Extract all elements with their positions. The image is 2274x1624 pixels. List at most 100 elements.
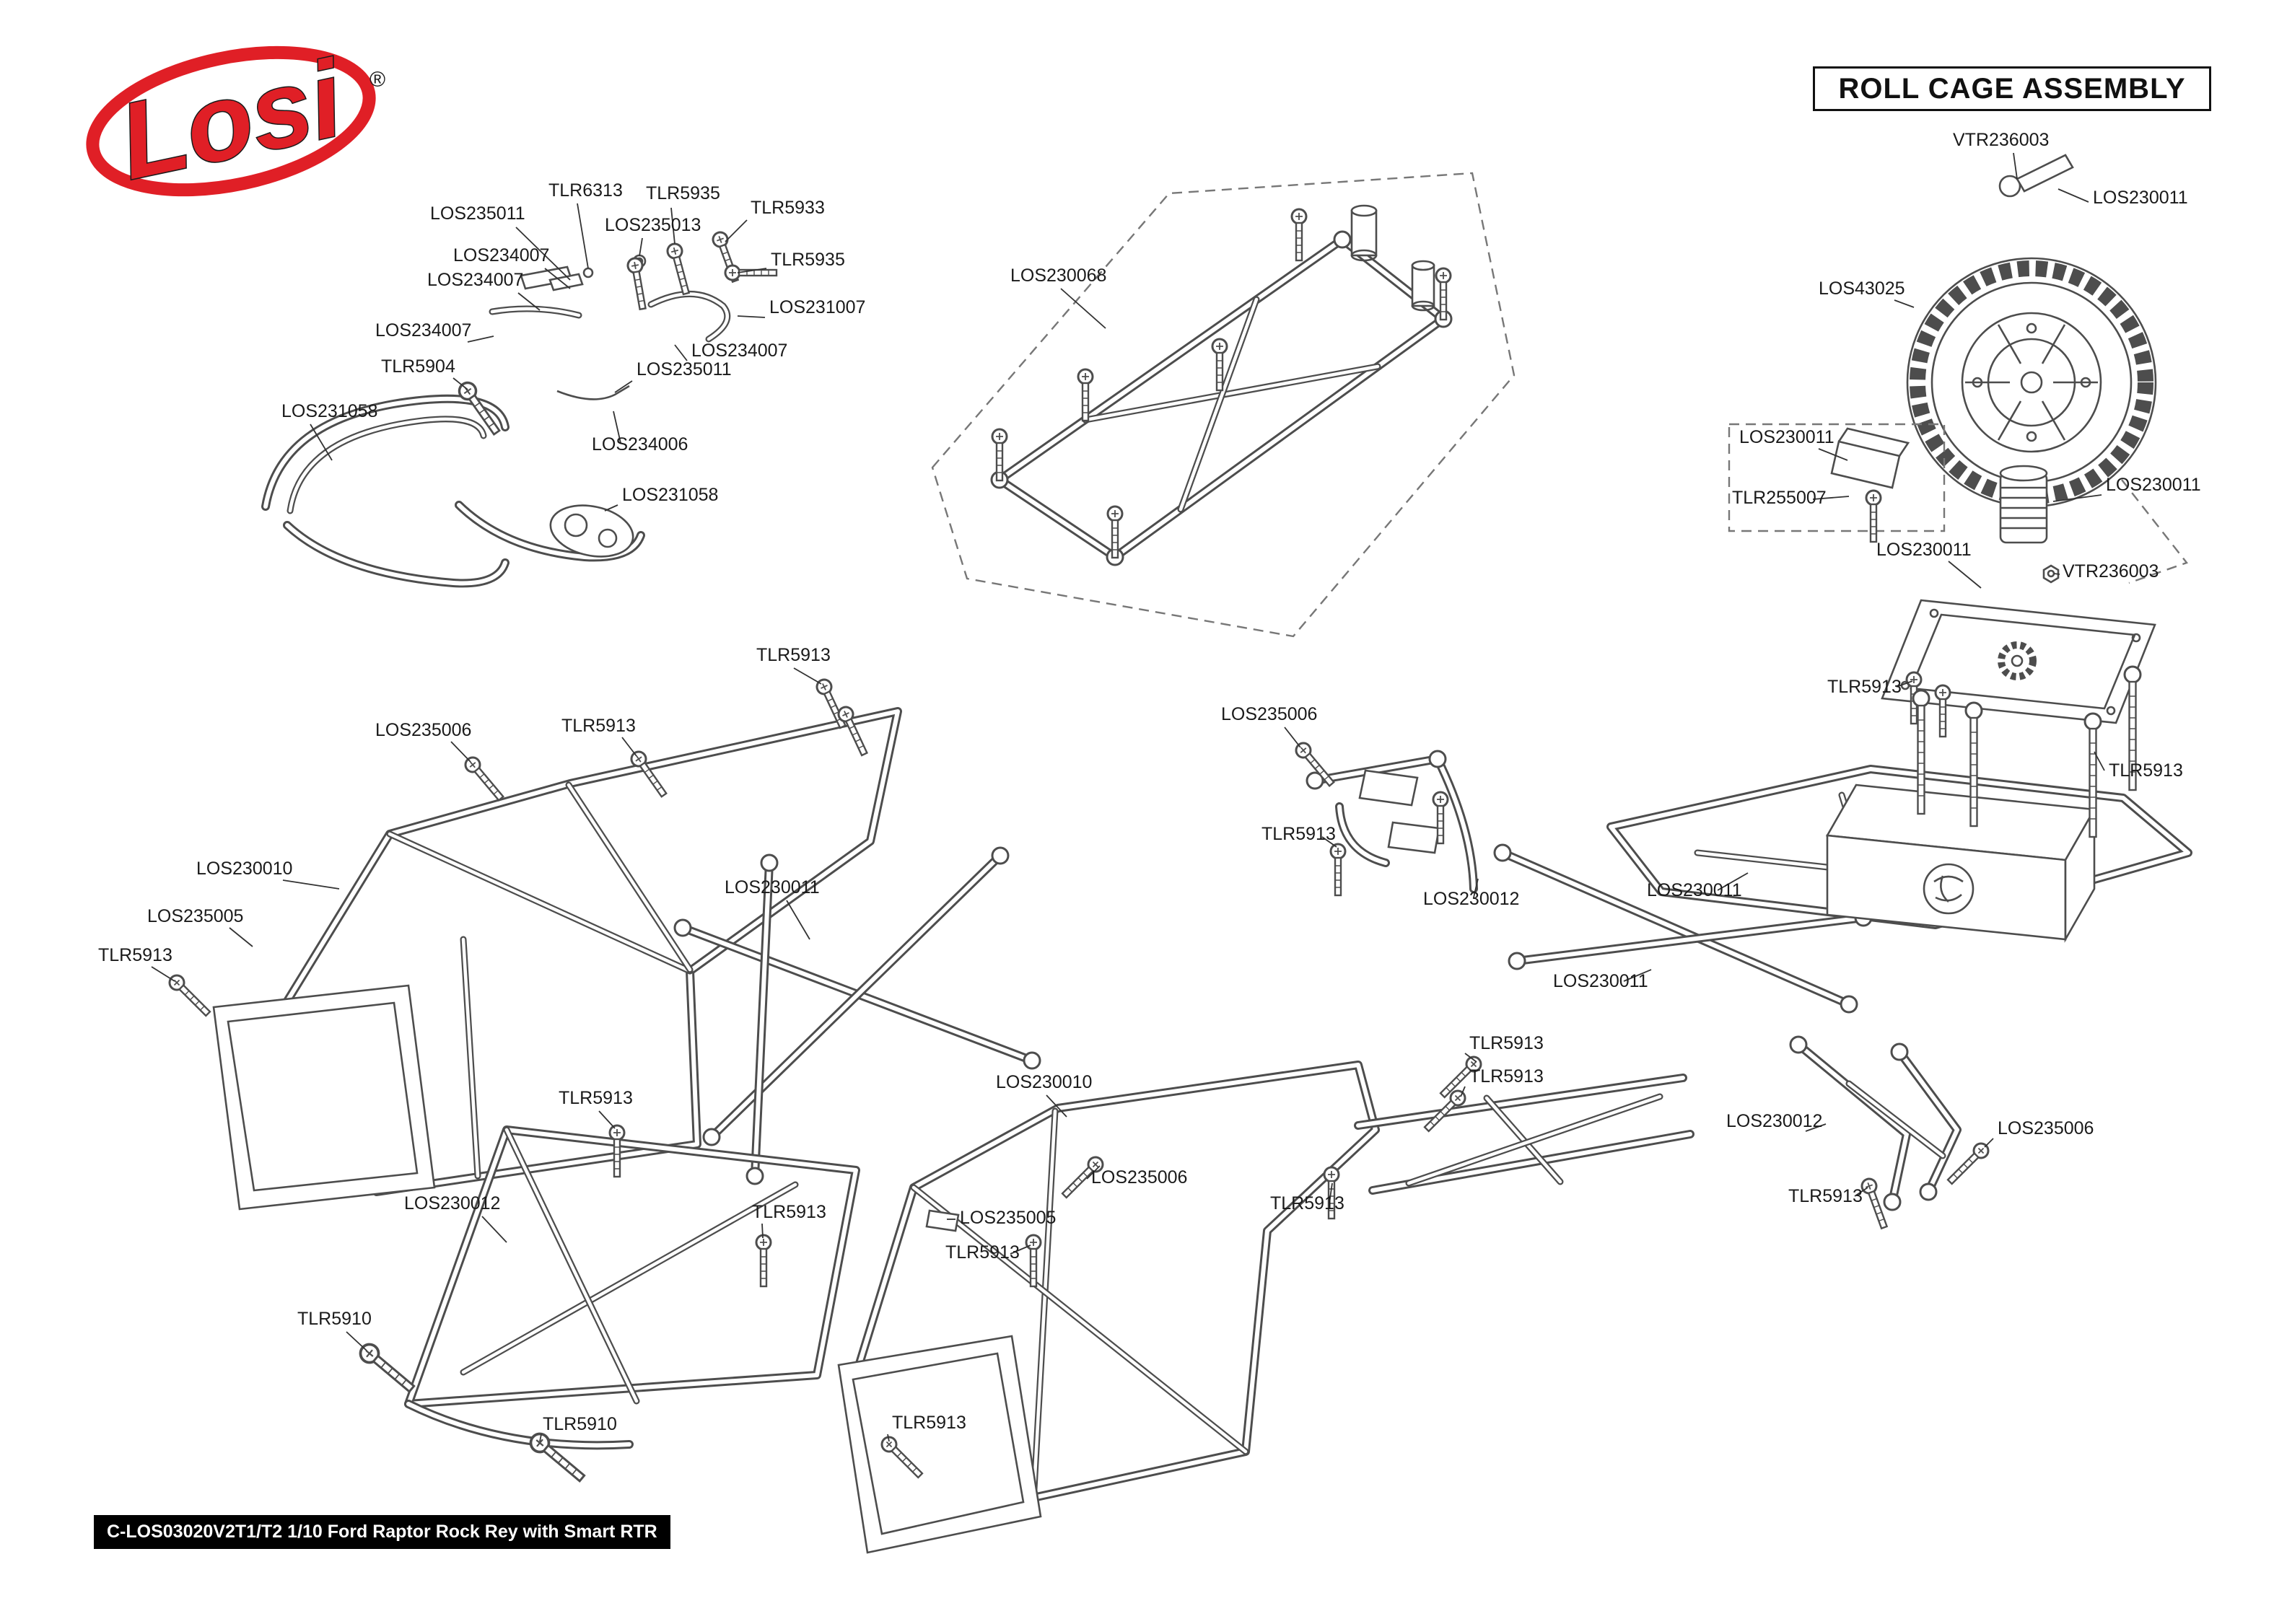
part-label: LOS230068 xyxy=(1010,265,1106,286)
part-label: TLR5904 xyxy=(381,356,455,377)
leader-line xyxy=(2052,494,2102,502)
logo-wordmark: Losi xyxy=(109,37,354,202)
bracket-plate xyxy=(1358,769,1419,807)
part-label: VTR236003 xyxy=(1953,130,2049,150)
part-label: LOS230011 xyxy=(725,877,820,897)
part-label: LOS230011 xyxy=(1739,427,1834,447)
wheel-wrench-tool xyxy=(1998,154,2074,198)
screw-icon xyxy=(627,747,671,801)
part-label: LOS230011 xyxy=(1553,971,1648,991)
part-label: LOS230011 xyxy=(2106,475,2201,495)
leader-line xyxy=(1473,878,1479,898)
leader-line xyxy=(1086,1165,1101,1180)
rod-end xyxy=(1493,843,1512,862)
cross-brace xyxy=(673,846,1041,1185)
leader-line xyxy=(725,219,748,242)
screw-icon xyxy=(665,241,694,297)
wheel-spokes xyxy=(1965,324,2098,441)
leader-line xyxy=(450,741,471,763)
footer-kit-id: C-LOS03020V2T1/T2 1/10 Ford Raptor Rock … xyxy=(94,1515,670,1549)
leader-line xyxy=(1805,1123,1827,1132)
screw-icon xyxy=(755,1234,772,1288)
page-title: ROLL CAGE ASSEMBLY xyxy=(1813,66,2211,111)
part-label: LOS231058 xyxy=(622,485,718,505)
leader-line xyxy=(346,1331,367,1351)
leader-line xyxy=(761,1223,764,1239)
part-label: LOS234007 xyxy=(427,270,523,290)
logo-oval xyxy=(86,45,376,197)
part-label: LOS43025 xyxy=(1819,278,1905,299)
rod-end xyxy=(1840,995,1858,1014)
part-label: TLR5913 xyxy=(752,1202,826,1222)
rod-end xyxy=(702,1128,721,1146)
rod-end xyxy=(1333,230,1352,249)
part-label: VTR236003 xyxy=(2063,561,2159,581)
leader-line xyxy=(737,268,767,273)
parts-box-dashed xyxy=(1728,423,1946,543)
screw-icon xyxy=(355,1339,419,1397)
logo-registered-mark: ® xyxy=(369,68,385,92)
part-label: LOS235006 xyxy=(375,720,471,740)
part-label: TLR5913 xyxy=(756,645,831,665)
part-label: LOS235006 xyxy=(1998,1118,2094,1138)
rod-end xyxy=(745,1167,764,1185)
leader-line xyxy=(2094,751,2105,771)
leader-line xyxy=(1894,299,1915,308)
rod-end xyxy=(1890,1043,1909,1061)
leader-line xyxy=(1623,969,1652,982)
leader-line xyxy=(2057,188,2089,203)
leader-line xyxy=(517,292,541,311)
body-post xyxy=(1411,260,1435,312)
battery-box xyxy=(1825,784,2096,943)
side-panel-center xyxy=(837,1335,1042,1554)
leader-line xyxy=(1010,1245,1031,1255)
part-label: LOS230011 xyxy=(1647,880,1742,900)
leader-line xyxy=(621,737,637,757)
leader-line xyxy=(1984,1138,1994,1148)
tire-tread xyxy=(1910,260,2153,504)
part-label: LOS235013 xyxy=(605,215,701,235)
screw-icon xyxy=(1290,208,1308,262)
part-label: LOS230012 xyxy=(1726,1111,1822,1131)
rod-end xyxy=(991,846,1010,865)
part-label: TLR5913 xyxy=(2109,760,2183,781)
rod-end xyxy=(1883,1193,1902,1211)
leader-line xyxy=(577,203,589,269)
part-label: LOS230010 xyxy=(996,1072,1092,1092)
body-post xyxy=(1350,204,1378,262)
part-label: LOS230012 xyxy=(1423,889,1519,909)
leader-line xyxy=(670,207,675,245)
part-label: LOS234007 xyxy=(453,245,549,265)
part-label: TLR5913 xyxy=(945,1242,1020,1263)
leader-line xyxy=(1460,1086,1466,1097)
side-cage-left xyxy=(212,711,898,1211)
gear xyxy=(1998,641,2037,680)
part-label: TLR5933 xyxy=(751,198,825,218)
leader-line xyxy=(1854,1187,1868,1197)
leader-line xyxy=(1896,680,1913,688)
spare-tire xyxy=(1906,257,2188,584)
part-label: LOS231058 xyxy=(281,401,377,421)
part-label: LOS235006 xyxy=(1221,704,1317,724)
leader-line xyxy=(1812,496,1850,500)
leader-line xyxy=(793,667,822,685)
part-label: LOS235006 xyxy=(1091,1167,1187,1188)
wedge-mount xyxy=(1830,440,1901,489)
leader-line xyxy=(539,1434,542,1442)
part-label: LOS230011 xyxy=(1876,540,1972,560)
part-label: TLR5913 xyxy=(892,1413,966,1433)
rod-end xyxy=(1919,1182,1938,1201)
part-label: TLR5910 xyxy=(297,1309,372,1329)
rod-end xyxy=(1508,952,1526,970)
screw-icon xyxy=(1329,843,1347,897)
rod-end xyxy=(760,853,779,872)
leader-line xyxy=(737,315,766,318)
foam-roller xyxy=(1999,465,2048,544)
leader-line xyxy=(481,1216,507,1243)
leader-line xyxy=(1329,1182,1333,1204)
leader-line xyxy=(786,900,810,940)
leader-line xyxy=(674,344,688,361)
front-bumper-assembly xyxy=(266,399,641,584)
